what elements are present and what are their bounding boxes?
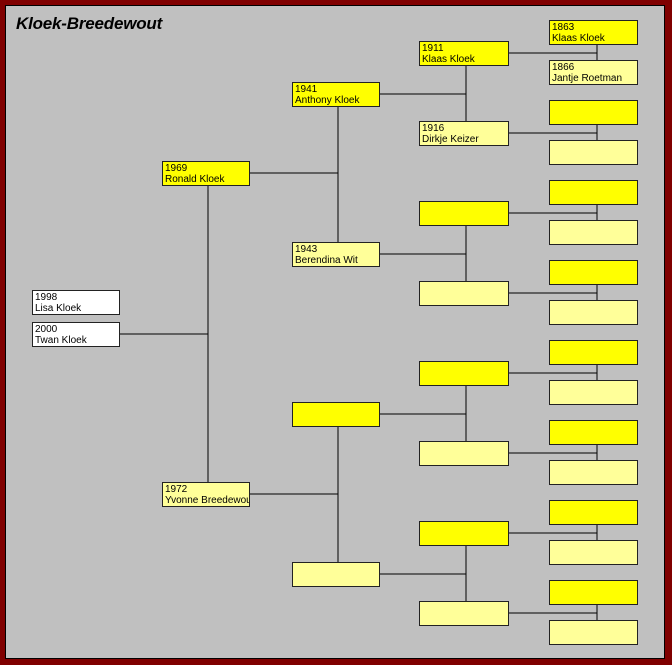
gg-grandparent-box-3[interactable] [549,140,638,165]
person-name: Lisa Kloek [35,303,82,314]
person-year: 1941 [295,84,318,95]
gg-grandparent-box-14[interactable] [549,580,638,605]
person-name: Anthony Kloek [295,95,360,106]
gg-grandparent-box-9[interactable] [549,380,638,405]
family-title: Kloek-Breedewout [16,14,163,33]
gg-grandparent-box-8[interactable] [549,340,638,365]
person-year: 1969 [165,163,188,174]
person-year: 1943 [295,244,318,255]
great-grandparent-box-4[interactable] [419,361,509,386]
person-name: Klaas Kloek [552,33,605,44]
gg-grandparent-box-11[interactable] [549,460,638,485]
gg-grandparent-box-13[interactable] [549,540,638,565]
connector-lines [120,45,598,620]
person-name: Ronald Kloek [165,174,225,185]
gg-grandparent-box-10[interactable] [549,420,638,445]
person-year: 1863 [552,22,575,33]
gg-grandparent-box-7[interactable] [549,300,638,325]
great-grandparent-box-6[interactable] [419,521,509,546]
person-name: Klaas Kloek [422,54,475,65]
great-grandparent-box-2[interactable] [419,201,509,226]
person-year: 1866 [552,62,575,73]
great-grandparent-box-3[interactable] [419,281,509,306]
person-year: 1916 [422,123,445,134]
gg-grandparent-box-4[interactable] [549,180,638,205]
person-name: Yvonne Breedewout [165,495,250,506]
person-year: 1911 [422,43,444,54]
grandparent-box-2[interactable] [292,402,380,427]
person-name: Dirkje Keizer [422,134,479,145]
person-name: Berendina Wit [295,255,358,266]
person-name: Twan Kloek [35,335,87,346]
person-year: 1998 [35,292,58,303]
gg-grandparent-box-2[interactable] [549,100,638,125]
gg-grandparent-box-15[interactable] [549,620,638,645]
person-year: 2000 [35,324,58,335]
person-year: 1972 [165,484,188,495]
gg-grandparent-box-12[interactable] [549,500,638,525]
great-grandparent-box-5[interactable] [419,441,509,466]
gg-grandparent-box-6[interactable] [549,260,638,285]
person-name: Jantje Roetman [552,73,623,84]
grandparent-box-3[interactable] [292,562,380,587]
great-grandparent-box-7[interactable] [419,601,509,626]
gg-grandparent-box-5[interactable] [549,220,638,245]
